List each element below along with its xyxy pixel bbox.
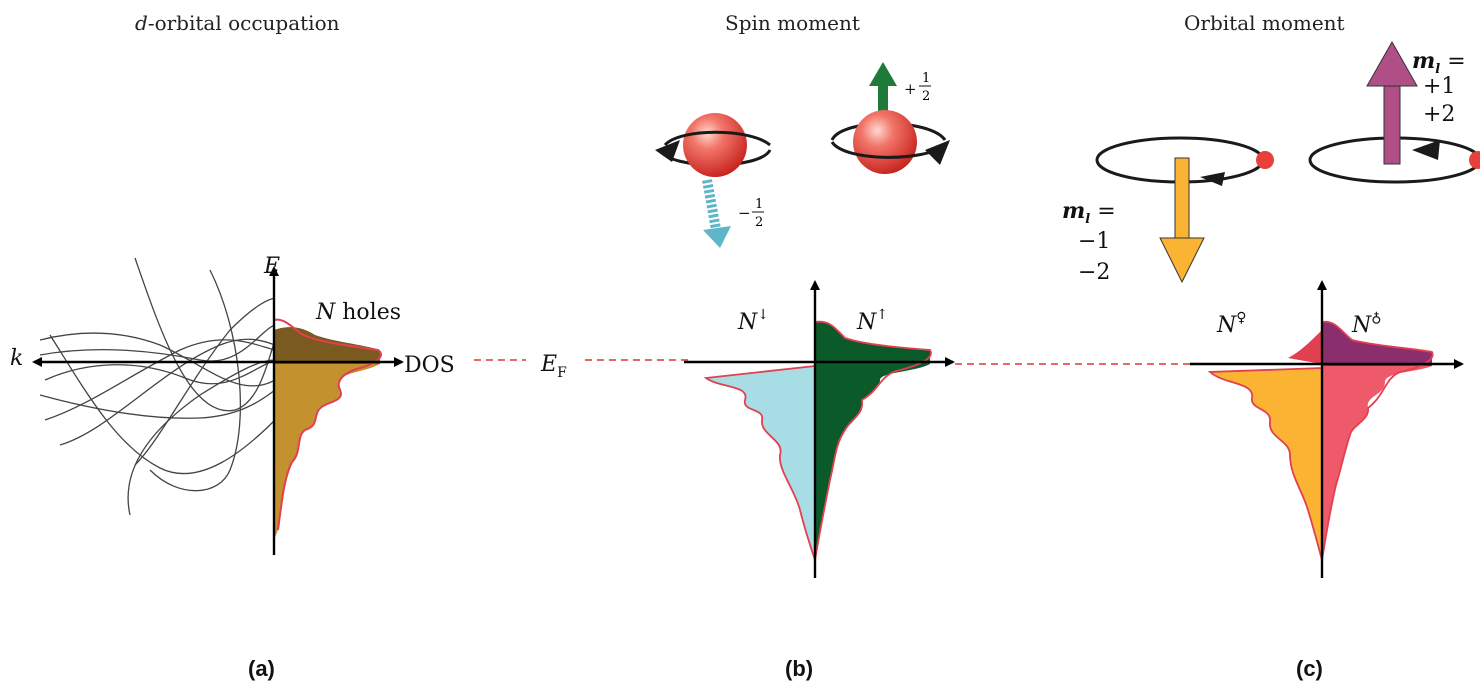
orbit-left-rotation-arrow <box>1200 172 1225 186</box>
spin-up-electron: + 1 2 <box>830 62 950 174</box>
ml-down-label: ml = <box>1062 198 1116 227</box>
ml-up-value-1: +1 <box>1423 74 1455 99</box>
n-down-label: N↓ <box>737 307 769 335</box>
spin-down-value: − <box>738 204 751 222</box>
ml-up-value-2: +2 <box>1423 102 1455 127</box>
spin-down-rotation-arrow <box>655 140 680 162</box>
orbit-left-electron <box>1256 151 1274 169</box>
axis-a-dos-label: DOS <box>404 353 455 378</box>
panel-a-title-italic: d <box>135 11 148 35</box>
spin-up-ball <box>853 110 917 174</box>
dos-b-outline-right <box>814 320 932 561</box>
spin-down-orbit-back <box>663 130 771 147</box>
band-curves <box>39 257 276 516</box>
dos-b-spin-down <box>706 366 815 560</box>
orbit-right-rotation-arrow <box>1412 140 1440 160</box>
dos-b-outline-left <box>703 365 816 561</box>
panel-a-title-rest: -orbital occupation <box>148 11 340 35</box>
n-up-label: N↑ <box>856 307 888 335</box>
panel-a-title: d-orbital occupation <box>135 11 340 35</box>
panel-b: Spin moment − 1 2 + 1 2 <box>655 11 955 681</box>
spin-down-num: 1 <box>755 197 763 212</box>
panel-b-label: (b) <box>785 656 813 681</box>
orbit-left: ml = −1 −2 <box>1062 136 1274 285</box>
panel-c-title: Orbital moment <box>1184 11 1345 35</box>
axis-a-k-label: k <box>10 346 23 371</box>
spin-down-arrow-shaft <box>702 179 722 236</box>
dos-c-left <box>1210 368 1322 560</box>
dos-c-right-above <box>1322 321 1432 366</box>
dos-c-outline-right <box>1321 320 1434 561</box>
spin-down-den: 2 <box>755 215 763 230</box>
orbit-right-arrow-shaft <box>1383 81 1401 165</box>
panel-c: Orbital moment ml = −1 −2 ml = +1 +2 <box>1062 11 1480 681</box>
orbit-left-arrow-shaft <box>1174 157 1190 241</box>
dos-b-spin-up-above <box>815 321 930 364</box>
n-left-label: N♀ <box>1216 310 1246 338</box>
spin-down-electron: − 1 2 <box>655 113 772 248</box>
panel-c-label: (c) <box>1296 656 1323 681</box>
spin-up-value: + <box>904 80 917 98</box>
orbit-right-electron <box>1469 151 1480 169</box>
orbit-right-arrow-head <box>1366 40 1418 87</box>
ml-down-value-2: −2 <box>1078 260 1110 285</box>
ml-up-label: ml = <box>1412 48 1466 77</box>
dos-c-right-below <box>1322 366 1432 560</box>
orbit-right: ml = +1 +2 <box>1308 40 1480 184</box>
spin-up-den: 2 <box>922 89 930 104</box>
orbit-left-arrow-head <box>1159 237 1205 284</box>
fermi-label: EF <box>540 352 567 381</box>
spin-down-arrow-head <box>703 226 731 248</box>
dos-a-below-fermi <box>274 364 380 540</box>
dos-c-above-left <box>1288 330 1322 364</box>
spin-up-rotation-arrow <box>925 140 950 165</box>
spin-up-arrow-head <box>869 62 897 86</box>
fermi-level: EF <box>474 352 1190 381</box>
dos-a-outline <box>273 318 382 531</box>
panel-a: d-orbital occupation E k DOS N holes (a) <box>10 11 455 681</box>
ml-down-value-1: −1 <box>1078 229 1110 254</box>
dos-a-above-fermi <box>274 327 380 364</box>
dos-c-outline-left <box>1207 367 1323 561</box>
panel-b-title: Spin moment <box>725 11 860 35</box>
spin-up-num: 1 <box>922 71 930 86</box>
spin-down-ball <box>683 113 747 177</box>
dos-b-spin-up-below <box>815 364 930 560</box>
panel-a-label: (a) <box>248 656 275 681</box>
holes-label: N holes <box>315 300 401 325</box>
axis-a-e-label: E <box>263 254 280 279</box>
n-right-label: N♁ <box>1351 310 1381 338</box>
